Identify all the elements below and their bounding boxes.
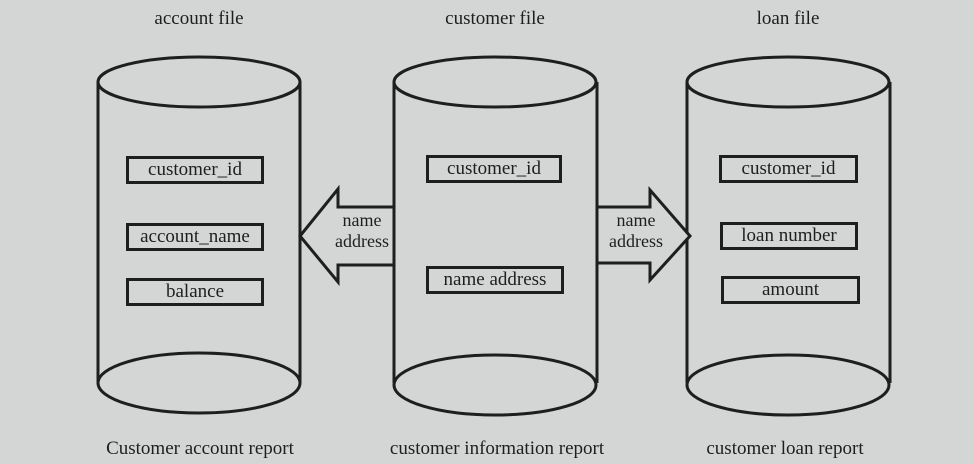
cylinder-loan-file xyxy=(685,55,892,417)
report-label-customer: customer information report xyxy=(389,438,605,459)
file-title-account: account file xyxy=(154,8,244,29)
cylinder-account-file xyxy=(96,55,302,415)
report-label-loan: customer loan report xyxy=(706,438,864,459)
file-title-customer: customer file xyxy=(445,8,545,29)
arrow-left-label: name address xyxy=(322,210,402,252)
cylinder-customer-file xyxy=(392,55,599,417)
report-label-account: Customer account report xyxy=(106,438,294,459)
field-name-address: name address xyxy=(426,266,564,294)
arrow-left-line1: name xyxy=(342,210,382,230)
arrow-left xyxy=(298,184,396,287)
field-loan-customer-id: customer_id xyxy=(719,155,858,183)
field-customer-customer-id: customer_id xyxy=(426,155,562,183)
arrow-right-line2: address xyxy=(609,231,663,251)
field-account-customer-id: customer_id xyxy=(126,156,264,184)
field-account-name: account_name xyxy=(126,223,264,251)
field-balance: balance xyxy=(126,278,264,306)
arrow-left-line2: address xyxy=(335,231,389,251)
arrow-right xyxy=(595,185,693,284)
field-loan-number: loan number xyxy=(720,222,858,250)
arrow-right-line1: name xyxy=(616,210,656,230)
field-amount: amount xyxy=(721,276,860,304)
arrow-right-label: name address xyxy=(596,210,676,252)
file-title-loan: loan file xyxy=(756,8,820,29)
